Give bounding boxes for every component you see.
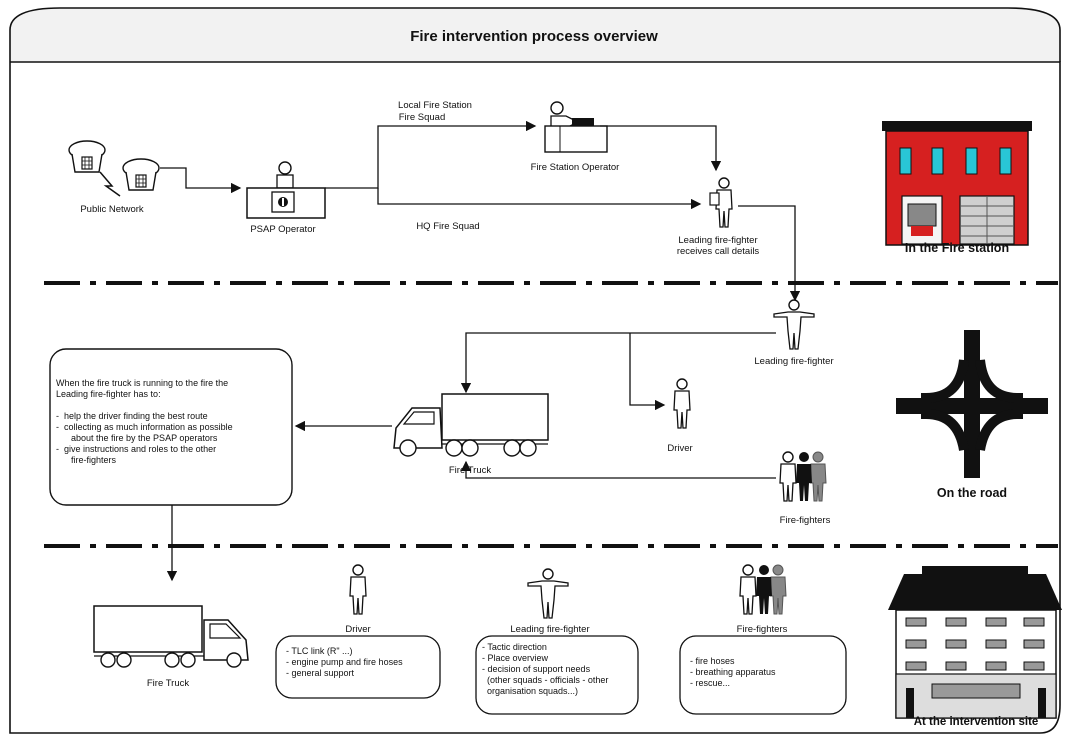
zone-station-label: In the Fire station: [904, 241, 1010, 255]
diagram-title: Fire intervention process overview: [410, 28, 658, 45]
leader-task-item: - Tactic direction: [482, 642, 547, 652]
diagram-frame: [9, 61, 1061, 734]
arrow-network-to-psap: [160, 167, 242, 194]
site-fire-fighters-label: Fire-fighters: [736, 624, 788, 635]
psap-operator-label: PSAP Operator: [250, 224, 316, 235]
road-notes-intro-1: When the fire truck is running to the fi…: [56, 378, 229, 388]
arrow-leader-to-road: [738, 205, 801, 302]
site-driver-label: Driver: [345, 624, 371, 635]
road-notes-item: - collecting as much information as poss…: [56, 422, 233, 432]
leader-tasks-text: - Tactic direction - Place overview - de…: [482, 642, 608, 697]
driver-tasks-box: [275, 635, 441, 699]
hq-fire-squad-label: HQ Fire Squad: [416, 221, 480, 232]
leading-fire-fighter-road-icon: [773, 299, 815, 350]
arrow-to-local-station: [325, 120, 537, 189]
road-notes-item: fire-fighters: [56, 455, 117, 465]
fighters-tasks-text: - fire hoses - breathing apparatus - res…: [690, 656, 776, 689]
fighters-task-item: - rescue...: [690, 678, 731, 688]
fire-fighters-road-icon: [779, 451, 827, 502]
fire-station-operator-label: Fire Station Operator: [530, 162, 620, 173]
crossroad-icon: [896, 330, 1048, 478]
arrow-fighters-to-truck: [460, 460, 776, 479]
leading-fire-fighter-site-icon: [527, 568, 569, 619]
road-notes-text: When the fire truck is running to the fi…: [56, 378, 233, 466]
fire-station-building-icon: [882, 121, 1032, 246]
road-leading-label: Leading fire-fighter: [754, 356, 834, 367]
lightning-link-icon: [99, 171, 121, 197]
road-notes-box: [49, 348, 293, 506]
site-fire-truck-label: Fire Truck: [146, 678, 190, 689]
phone-icon: [122, 158, 160, 191]
leading-receives-label-2: receives call details: [676, 246, 760, 257]
fire-fighters-site-icon: [739, 564, 787, 615]
leader-task-item: (other squads - officials - other: [482, 675, 609, 685]
leading-receives-label-1: Leading fire-fighter: [678, 235, 758, 246]
driver-task-item: - general support: [286, 668, 355, 678]
arrow-leader-to-driver: [629, 333, 666, 411]
leader-task-item: organisation squads...): [482, 686, 579, 696]
road-fire-fighters-label: Fire-fighters: [779, 515, 831, 526]
road-fire-truck-label: Fire Truck: [448, 465, 492, 476]
road-notes-item: - help the driver finding the best route: [56, 411, 208, 421]
intervention-site-building-icon: [888, 566, 1062, 719]
fire-station-operator-icon: [544, 101, 608, 153]
arrow-leader-to-truck: [460, 332, 776, 394]
fire-truck-road-icon: [393, 393, 549, 457]
fire-truck-site-icon: [93, 605, 249, 668]
fighters-tasks-box: [679, 635, 847, 715]
fighters-task-item: - breathing apparatus: [690, 667, 776, 677]
driver-road-icon: [673, 378, 691, 429]
leader-task-item: - Place overview: [482, 653, 549, 663]
zone-site-label: At the intervention site: [913, 716, 1039, 728]
arrow-operator-to-leader: [600, 125, 722, 172]
leading-fire-fighter-call-icon: [709, 177, 733, 228]
road-notes-item: about the fire by the PSAP operators: [56, 433, 218, 443]
title-tab: [9, 7, 1061, 62]
driver-tasks-text: - TLC link (R" ...) - engine pump and fi…: [286, 646, 403, 679]
arrow-to-hq-squad: [377, 188, 702, 210]
public-network-label: Public Network: [80, 204, 144, 215]
driver-site-icon: [349, 564, 367, 615]
fighters-task-item: - fire hoses: [690, 656, 735, 666]
road-notes-intro-2: Leading fire-fighter has to:: [56, 389, 161, 399]
driver-task-item: - TLC link (R" ...): [286, 646, 353, 656]
local-fire-squad-label: Fire Squad: [398, 112, 446, 123]
road-notes-item: - give instructions and roles to the oth…: [56, 444, 217, 454]
road-driver-label: Driver: [667, 443, 693, 454]
phone-icon: [68, 140, 106, 173]
zone-road-label: On the road: [936, 486, 1008, 500]
leader-tasks-box: [475, 635, 639, 715]
local-fire-station-label: Local Fire Station: [398, 100, 472, 111]
psap-operator-icon: [246, 161, 326, 219]
site-leading-label: Leading fire-fighter: [510, 624, 590, 635]
leader-task-item: - decision of support needs: [482, 664, 591, 674]
driver-task-item: - engine pump and fire hoses: [286, 657, 403, 667]
